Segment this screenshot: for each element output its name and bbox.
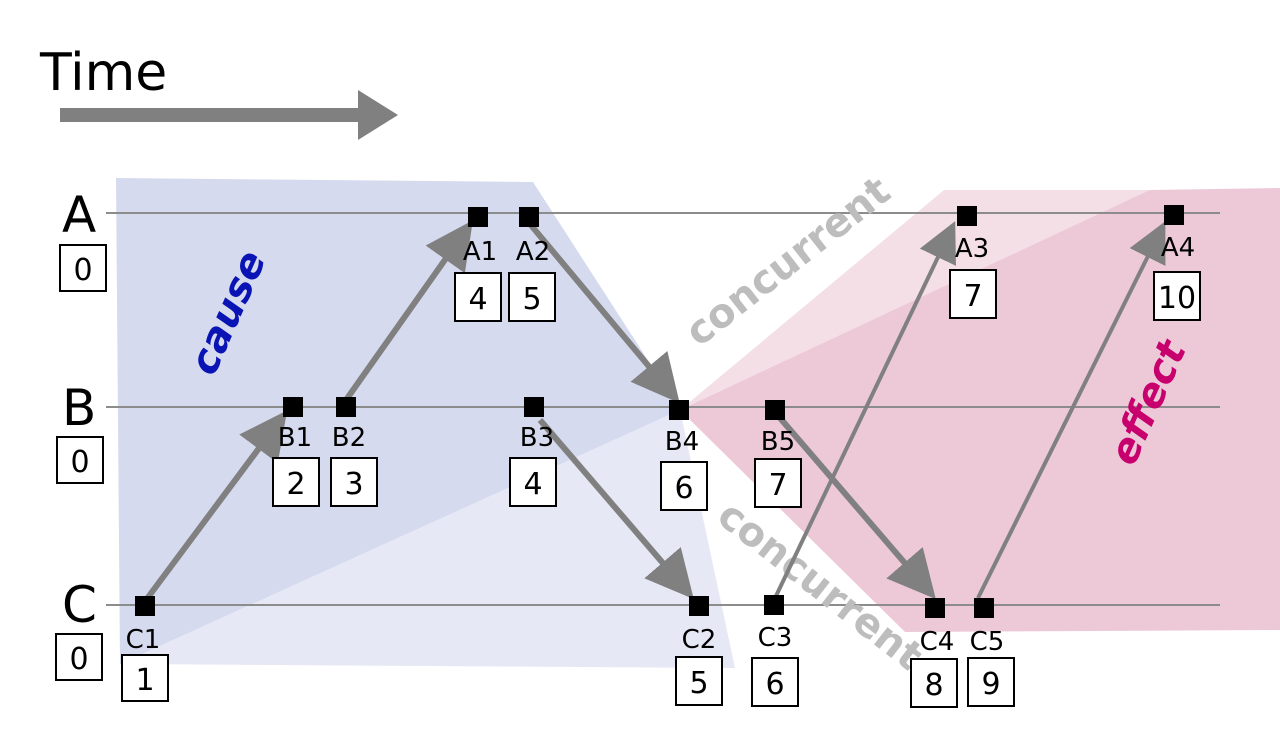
event-b4-label: B4 <box>665 427 699 457</box>
event-b2-label: B2 <box>332 423 366 453</box>
cause-light-region <box>120 410 735 668</box>
event-b2-clock: 3 <box>344 467 363 502</box>
message-b2-a1 <box>343 220 473 402</box>
event-a1-label: A1 <box>463 237 497 267</box>
event-c1-label: C1 <box>126 625 161 655</box>
event-c5-marker <box>974 598 994 618</box>
event-c5-label: C5 <box>970 627 1005 657</box>
event-c3-clock: 6 <box>765 667 784 702</box>
message-b5-c4 <box>777 416 936 600</box>
event-a2-clock-box <box>508 272 556 322</box>
process-a-clock: 0 <box>73 253 92 288</box>
event-c1-marker <box>135 596 155 616</box>
event-c2-clock-box <box>675 656 723 706</box>
event-a1-clock: 4 <box>468 282 487 317</box>
event-a4-clock: 10 <box>1158 281 1196 316</box>
event-c3-clock-box <box>751 657 799 707</box>
event-b2-clock-box <box>330 457 378 507</box>
event-b2-marker <box>336 397 356 417</box>
time-label: Time <box>39 43 167 103</box>
process-c-clock: 0 <box>69 642 88 677</box>
event-a3-clock-box <box>949 269 997 319</box>
event-c4-clock-box <box>910 658 958 708</box>
event-c3-marker <box>764 595 784 615</box>
process-c-clock-box <box>55 633 103 681</box>
event-a2-label: A2 <box>516 237 550 267</box>
event-a3-clock: 7 <box>963 279 982 314</box>
event-c2-clock: 5 <box>689 666 708 701</box>
event-a1-clock-box <box>454 272 502 322</box>
process-label-b: B <box>62 379 96 437</box>
process-a-clock-box <box>59 244 107 292</box>
process-b-clock-box <box>56 436 104 484</box>
event-a2-clock: 5 <box>522 282 541 317</box>
event-b4-marker <box>669 400 689 420</box>
event-b4-clock-box <box>660 461 708 511</box>
message-c1-b1 <box>143 410 288 602</box>
event-b3-clock-box <box>509 457 557 507</box>
event-c2-marker <box>689 596 709 616</box>
event-a4-marker <box>1164 205 1184 225</box>
event-c5-clock: 9 <box>981 667 1000 702</box>
event-b3-marker <box>524 397 544 417</box>
event-a4-clock-box <box>1153 271 1201 321</box>
event-a4-label: A4 <box>1161 233 1195 263</box>
message-c3-a3 <box>774 221 956 597</box>
event-c4-clock: 8 <box>924 668 943 703</box>
event-c5-clock-box <box>967 657 1015 707</box>
message-c5-a4 <box>976 221 1166 599</box>
event-b1-clock: 2 <box>286 467 305 502</box>
event-c3-label: C3 <box>758 623 793 653</box>
time-arrow-head <box>358 90 398 140</box>
effect-region <box>680 188 1280 632</box>
process-b-clock: 0 <box>70 445 89 480</box>
event-a1-marker <box>468 207 488 227</box>
event-c1-clock-box <box>121 654 169 702</box>
event-c4-label: C4 <box>920 627 955 657</box>
process-label-c: C <box>62 576 97 634</box>
event-b3-label: B3 <box>520 423 554 453</box>
event-b5-label: B5 <box>761 427 795 457</box>
event-a2-marker <box>519 207 539 227</box>
event-a3-label: A3 <box>955 234 989 264</box>
event-b3-clock: 4 <box>523 467 542 502</box>
event-c4-marker <box>925 598 945 618</box>
event-b1-label: B1 <box>278 423 312 453</box>
event-b1-clock-box <box>272 457 320 507</box>
message-a2-b4 <box>527 222 680 404</box>
process-label-a: A <box>62 186 96 244</box>
event-b5-marker <box>765 400 785 420</box>
event-b5-clock-box <box>754 458 802 508</box>
event-b5-clock: 7 <box>768 468 787 503</box>
event-a3-marker <box>957 206 977 226</box>
event-b1-marker <box>283 397 303 417</box>
event-b4-clock: 6 <box>674 471 693 506</box>
event-c2-label: C2 <box>682 625 717 655</box>
message-b3-c2 <box>537 418 694 600</box>
event-c1-clock: 1 <box>135 663 154 698</box>
